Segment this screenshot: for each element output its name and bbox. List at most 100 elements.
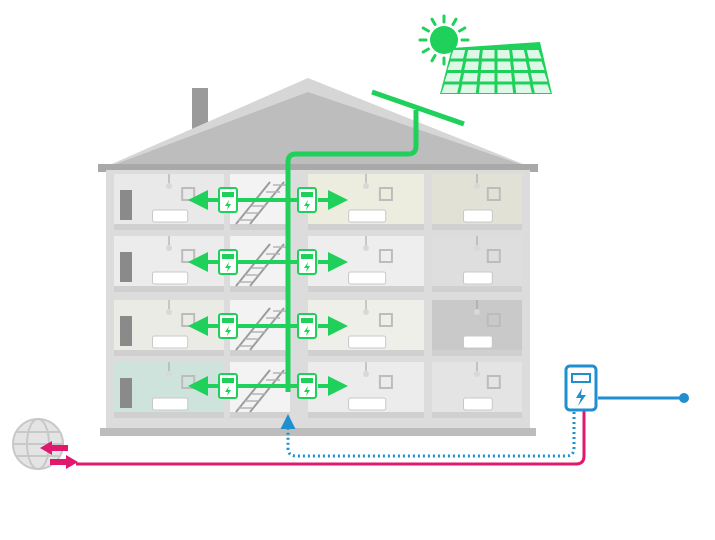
sofa [348, 397, 387, 411]
sofa [463, 209, 493, 223]
apartment [432, 236, 522, 292]
roof-mount-bar [371, 89, 465, 127]
roof-eave [98, 164, 538, 172]
solar-cell [528, 61, 545, 70]
foundation [100, 428, 536, 436]
grid-meter-icon [564, 364, 598, 412]
solar-cell [514, 73, 530, 82]
picture-frame [378, 313, 393, 327]
sun-ray [458, 26, 467, 33]
solar-cell [526, 50, 542, 59]
room-floor [114, 350, 224, 356]
lamp [363, 245, 369, 251]
solar-cell [497, 61, 512, 70]
solar-cell [532, 84, 551, 93]
energy-meter-icon [297, 187, 317, 213]
room-floor [230, 350, 290, 356]
room-floor [308, 224, 424, 230]
lamp [474, 371, 480, 377]
energy-meter-icon [297, 313, 317, 339]
floor-power-feed [188, 187, 348, 213]
sofa [463, 271, 493, 285]
sofa [463, 397, 493, 411]
solar-cell [513, 61, 528, 70]
door [120, 316, 132, 346]
energy-meter-icon [297, 373, 317, 399]
lightning-icon [225, 262, 231, 272]
picture-frame [486, 313, 501, 327]
solar-cell [478, 84, 495, 93]
lightning-icon [225, 386, 231, 396]
meter-display [222, 254, 234, 259]
door [120, 190, 132, 220]
picture-frame [486, 249, 501, 263]
energy-meter-icon [218, 187, 238, 213]
energy-meter-icon [218, 373, 238, 399]
picture-frame [486, 375, 501, 389]
floor-power-feed [188, 313, 348, 339]
solar-cell [450, 50, 466, 59]
apartment [308, 362, 424, 418]
room-floor [114, 286, 224, 292]
chimney [192, 88, 208, 130]
solar-cell [479, 73, 495, 82]
room-floor [432, 286, 522, 292]
picture-frame [378, 375, 393, 389]
meter-display [222, 192, 234, 197]
lightning-icon [304, 386, 310, 396]
sofa [348, 335, 387, 349]
sofa [463, 335, 493, 349]
lamp [474, 245, 480, 251]
room-floor [308, 350, 424, 356]
sofa [152, 397, 189, 411]
solar-cell [481, 50, 495, 59]
solar-cell [497, 84, 514, 93]
house-roof [98, 78, 538, 172]
meter-display [301, 378, 313, 383]
room-floor [230, 224, 290, 230]
lamp [166, 371, 172, 377]
apartment [432, 300, 522, 356]
grid-connection [598, 393, 689, 403]
solar-cell [480, 61, 495, 70]
solar-cell [441, 84, 460, 93]
stair-rail [235, 307, 285, 351]
meter-display [222, 318, 234, 323]
solar-cell [447, 61, 464, 70]
lightning-icon [225, 326, 231, 336]
stair-rail [235, 243, 285, 287]
door [120, 378, 132, 408]
apartment [432, 174, 522, 230]
energy-meter-icon [297, 249, 317, 275]
lamp [363, 371, 369, 377]
solar-panel-icon [440, 42, 552, 94]
room-floor [308, 412, 424, 418]
sun-ray [430, 54, 437, 63]
grid-arrow-left-icon [40, 441, 68, 455]
sofa [152, 271, 189, 285]
meter-display [301, 318, 313, 323]
room-floor [114, 224, 224, 230]
room-floor [308, 286, 424, 292]
lamp [166, 309, 172, 315]
solar-cell [466, 50, 480, 59]
room-floor [432, 350, 522, 356]
sofa [152, 335, 189, 349]
solar-cell [497, 50, 511, 59]
lamp [363, 183, 369, 189]
lamp [363, 309, 369, 315]
floor-power-feed [188, 249, 348, 275]
lightning-icon [225, 200, 231, 210]
sun-ray [451, 17, 458, 26]
sun-ray [430, 17, 437, 26]
sofa [152, 209, 189, 223]
solar-riser-line [285, 110, 419, 392]
room-floor [432, 412, 522, 418]
floor-power-feed [188, 373, 348, 399]
lamp [166, 245, 172, 251]
door [120, 252, 132, 282]
lamp [166, 183, 172, 189]
solar-cell [444, 73, 462, 82]
floor-distribution [188, 187, 348, 399]
